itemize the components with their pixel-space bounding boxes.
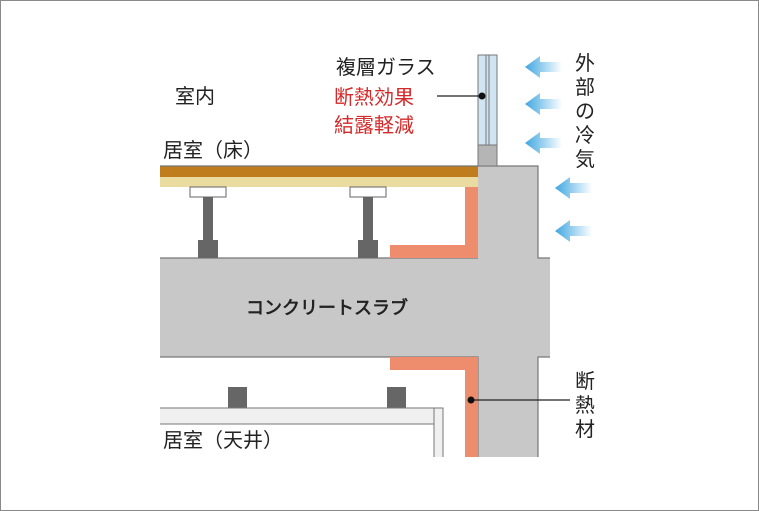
arrow-left-icon (525, 93, 562, 115)
label-glass-benefit-insulation: 断熱効果 (334, 85, 414, 109)
cold-air-arrows (525, 56, 592, 242)
vertical-char: 外 (575, 51, 595, 75)
vertical-char: 断 (575, 369, 595, 393)
double-glazing (477, 54, 498, 167)
vertical-char: 冷 (575, 123, 595, 147)
insulation-upper (390, 187, 478, 258)
arrow-left-icon (555, 220, 592, 242)
concrete-structure (160, 165, 550, 457)
floor-layers (160, 165, 478, 187)
ceiling (160, 387, 444, 457)
arrow-left-icon (555, 177, 592, 199)
label-double-glazing: 複層ガラス (336, 55, 436, 79)
vertical-char: の (575, 99, 595, 123)
label-glass-benefit-condensation: 結露軽減 (334, 113, 414, 137)
floor-support-1 (189, 186, 227, 258)
label-room-ceiling: 居室（天井） (163, 428, 283, 452)
glass-leader-dot (478, 92, 486, 100)
insulation-leader-dot (467, 396, 475, 404)
label-indoor: 室内 (175, 84, 215, 108)
label-insulation: 断 熱 材 (575, 369, 595, 441)
vertical-char: 部 (575, 75, 595, 99)
arrow-left-icon (525, 132, 562, 154)
arrow-left-icon (525, 56, 562, 78)
insulation-lower (390, 357, 478, 457)
floor-support-2 (349, 186, 387, 258)
vertical-char: 熱 (575, 393, 595, 417)
vertical-char: 材 (575, 417, 595, 441)
label-outside-cold-air: 外 部 の 冷 気 (575, 51, 595, 171)
vertical-char: 気 (575, 147, 595, 171)
label-concrete-slab: コンクリートスラブ (246, 297, 408, 319)
label-room-floor: 居室（床） (163, 138, 263, 162)
